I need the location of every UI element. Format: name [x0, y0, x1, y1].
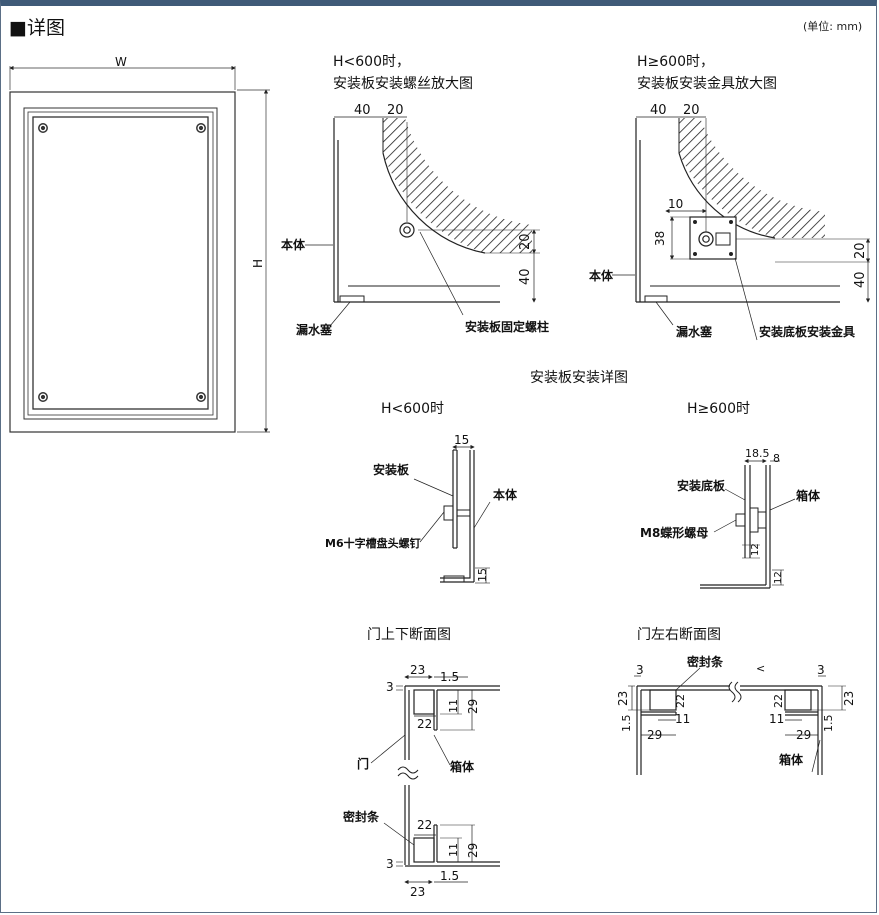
detail-large-title-1: H≥600时， [637, 54, 714, 70]
section-lr-dim-15l: 1.5 [620, 715, 633, 733]
section-tb-dim-22: 22 [417, 717, 432, 731]
detail-small-dim-v40: 40 [518, 268, 533, 285]
detail-small-drain-label: 漏水塞 [296, 322, 333, 337]
detail-large-drawing [612, 116, 871, 341]
section-lr-title: 门左右断面图 [637, 627, 721, 643]
unit-note: (单位: mm) [803, 20, 863, 33]
section-tb-dim-29: 29 [466, 699, 480, 714]
section-tb-dim-b29: 29 [466, 843, 480, 858]
detail-large-title-2: 安装板安装金具放大图 [637, 76, 777, 92]
section-tb-box-label: 箱体 [450, 759, 475, 774]
section-tb-dim-11: 11 [447, 699, 460, 713]
section-lr-dim-15r: 1.5 [822, 715, 835, 733]
detail-large-body-label: 本体 [589, 268, 614, 283]
page-title: ■详图 [9, 17, 65, 39]
section-tb-door-label: 门 [357, 756, 369, 771]
section-lr-drawing [628, 667, 846, 775]
detail-small-title-1: H<600时， [333, 54, 410, 70]
detail-large-dim-v20: 20 [853, 242, 868, 259]
mount-large-title: H≥600时 [687, 401, 750, 417]
detail-large-bracket-label: 安装底板安装金具 [759, 324, 855, 339]
section-lr-seal-label: 密封条 [687, 654, 724, 669]
detail-small-stud-label: 安装板固定螺柱 [465, 319, 549, 334]
mount-detail-title: 安装板安装详图 [530, 370, 628, 386]
mount-small-screw-label: M6十字槽盘头螺钉 [325, 536, 421, 550]
section-lr-dim-23r: 23 [842, 691, 856, 706]
mount-small-drawing [413, 444, 491, 584]
section-lr-dim-3l: 3 [636, 663, 644, 677]
detail-small-dim-40: 40 [354, 103, 371, 118]
mount-large-dim-12b: 12 [773, 571, 784, 584]
detail-small-dim-20: 20 [387, 103, 404, 118]
section-lr-dim-11r: 11 [769, 712, 784, 726]
section-tb-dim-3: 3 [386, 680, 394, 694]
detail-small-body-label: 本体 [281, 237, 306, 252]
section-tb-dim-b11: 11 [447, 843, 460, 857]
section-lr-dim-22l: 22 [674, 694, 687, 708]
section-tb-dim-b22: 22 [417, 818, 432, 832]
section-lr-dim-11l: 11 [675, 712, 690, 726]
section-tb-seal-label: 密封条 [343, 809, 380, 824]
section-lr-mark: < [756, 662, 765, 675]
mount-small-dim-15: 15 [454, 433, 469, 447]
section-tb-dim-15: 1.5 [440, 670, 459, 684]
detail-small-drawing [305, 116, 540, 327]
section-tb-dim-b15: 1.5 [440, 869, 459, 883]
section-tb-drawing [370, 674, 500, 885]
section-tb-dim-b3: 3 [386, 857, 394, 871]
detail-large-dim-20: 20 [683, 103, 700, 118]
detail-large-dim-38: 38 [653, 231, 667, 246]
mount-large-dim-8: 8 [773, 452, 780, 465]
width-label: W [115, 55, 127, 69]
detail-small-dim-v20: 20 [518, 233, 533, 250]
section-lr-dim-22r: 22 [772, 694, 785, 708]
section-tb-title: 门上下断面图 [367, 627, 451, 643]
mount-small-dim-v15: 15 [476, 568, 489, 582]
front-view [9, 65, 270, 433]
detail-large-dim-40: 40 [650, 103, 667, 118]
mount-small-title: H<600时 [381, 401, 444, 417]
detail-large-drain-label: 漏水塞 [676, 324, 713, 339]
mount-large-dim-12a: 12 [750, 543, 761, 556]
section-tb-dim-23: 23 [410, 663, 425, 677]
mount-large-nut-label: M8蝶形螺母 [640, 525, 708, 540]
detail-large-dim-10: 10 [668, 197, 683, 211]
section-lr-dim-29r: 29 [796, 728, 811, 742]
mount-large-plate-label: 安装底板 [677, 478, 726, 493]
section-lr-dim-23l: 23 [616, 691, 630, 706]
detail-large-dim-v40: 40 [853, 271, 868, 288]
mount-large-box-label: 箱体 [796, 488, 821, 503]
mount-large-dim-185: 18.5 [745, 447, 770, 460]
section-tb-dim-b23: 23 [410, 885, 425, 899]
mount-small-body-label: 本体 [493, 487, 518, 502]
detail-small-title-2: 安装板安装螺丝放大图 [333, 76, 473, 92]
section-lr-box-label: 箱体 [779, 752, 804, 767]
section-lr-dim-3r: 3 [817, 663, 825, 677]
mount-large-drawing [700, 458, 796, 589]
mount-small-plate-label: 安装板 [373, 462, 410, 477]
section-lr-dim-29l: 29 [647, 728, 662, 742]
height-label: H [251, 259, 265, 268]
